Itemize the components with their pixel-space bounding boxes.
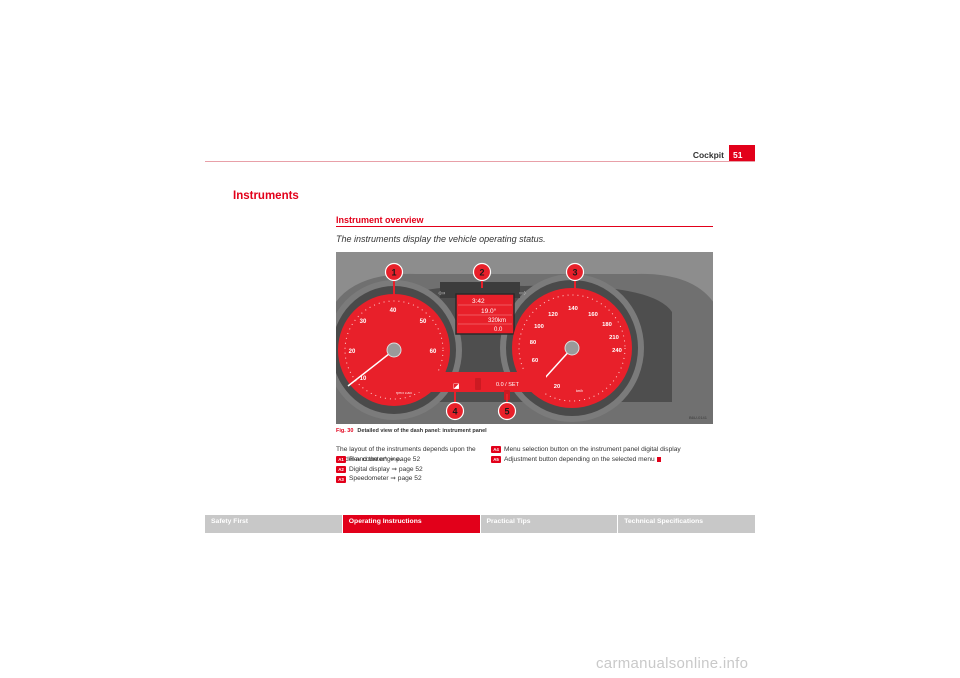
lead-text: The instruments display the vehicle oper…: [336, 234, 546, 244]
speed-label-180: 180: [602, 322, 612, 328]
footer-tab-operating-instructions[interactable]: Operating Instructions: [342, 515, 480, 533]
speed-label-60: 60: [532, 358, 538, 364]
menu-selection-icon: ◪: [453, 382, 460, 390]
digital-display: [455, 293, 515, 335]
display-temperature: 19.0°: [481, 307, 497, 315]
speed-label-20: 20: [554, 384, 560, 390]
item-text: Adjustment button depending on the selec…: [504, 455, 655, 463]
speed-label-100: 100: [534, 324, 544, 330]
header-title: Cockpit: [692, 150, 724, 160]
callout-5: 5: [497, 401, 517, 421]
speed-unit-label: km/h: [576, 389, 583, 393]
rev-label-40: 40: [390, 308, 397, 314]
menu-selection-button[interactable]: [475, 378, 481, 390]
caption-number: Fig. 30: [336, 428, 354, 434]
speed-label-120: 120: [548, 312, 558, 318]
display-trip: 0.0: [494, 327, 503, 333]
page-number-badge: 51: [729, 145, 755, 162]
instrument-panel-illustration: 10 20 30 40 50 60 rpm x 1000 ⇦ ⇨ 3:42 19…: [336, 252, 713, 424]
callout-1: 1: [384, 262, 404, 282]
callout-4: 4: [445, 401, 465, 421]
svg-text:1: 1: [391, 268, 396, 278]
subsection-rule: [336, 226, 713, 227]
svg-text:3: 3: [572, 268, 577, 278]
rev-unit-label: rpm x 1000: [396, 391, 412, 395]
speed-label-240: 240: [612, 348, 622, 354]
item-text: Rev counter* ⇒ page 52: [349, 456, 421, 463]
intro-text: The layout of the instruments depends up…: [336, 446, 476, 463]
rev-label-30: 30: [360, 319, 367, 325]
rev-label-60: 60: [430, 349, 437, 355]
display-distance: 320km: [488, 318, 506, 324]
item-tag: A5: [491, 456, 501, 464]
caption-text: Detailed view of the dash panel: instrum…: [357, 428, 487, 434]
item-tag: A3: [336, 475, 346, 483]
end-marker-icon: [656, 457, 662, 462]
header-rule: [205, 161, 755, 162]
figure-code: B6U-0141: [688, 415, 707, 420]
left-arrow-icon: ⇦: [438, 289, 446, 299]
speed-label-140: 140: [568, 306, 578, 312]
item-text: Menu selection button on the instrument …: [504, 446, 681, 453]
footer-tab-practical-tips[interactable]: Practical Tips: [480, 515, 618, 533]
callout-3: 3: [565, 262, 585, 282]
rev-label-50: 50: [420, 319, 427, 325]
display-time: 3:42: [472, 298, 485, 305]
footer-tab-safety-first[interactable]: Safety First: [205, 515, 342, 533]
item-text: Speedometer ⇒ page 52: [349, 475, 422, 483]
footer-nav: Safety First Operating Instructions Prac…: [205, 515, 755, 533]
speed-label-160: 160: [588, 312, 598, 318]
watermark[interactable]: carmanualsonline.info: [596, 655, 749, 672]
rev-label-20: 20: [349, 349, 356, 355]
item-tag: A1: [336, 456, 346, 464]
item-tag: A2: [336, 466, 346, 474]
speed-label-210: 210: [609, 335, 619, 341]
right-arrow-icon: ⇨: [519, 289, 527, 299]
set-button-label: 0.0 / SET: [496, 382, 520, 388]
callout-2: 2: [472, 262, 492, 282]
item-text: Digital display ⇒ page 52: [349, 465, 423, 473]
rev-label-10: 10: [360, 376, 367, 382]
svg-text:2: 2: [479, 268, 484, 278]
instrument-panel-figure: 10 20 30 40 50 60 rpm x 1000 ⇦ ⇨ 3:42 19…: [336, 252, 713, 424]
subsection-title: Instrument overview: [336, 215, 424, 225]
svg-text:4: 4: [452, 407, 457, 417]
footer-tab-technical-specifications[interactable]: Technical Specifications: [618, 515, 755, 533]
svg-text:5: 5: [504, 407, 509, 417]
speed-label-80: 80: [530, 340, 536, 346]
section-title: Instruments: [233, 190, 299, 202]
item-tag: A4: [491, 446, 501, 454]
